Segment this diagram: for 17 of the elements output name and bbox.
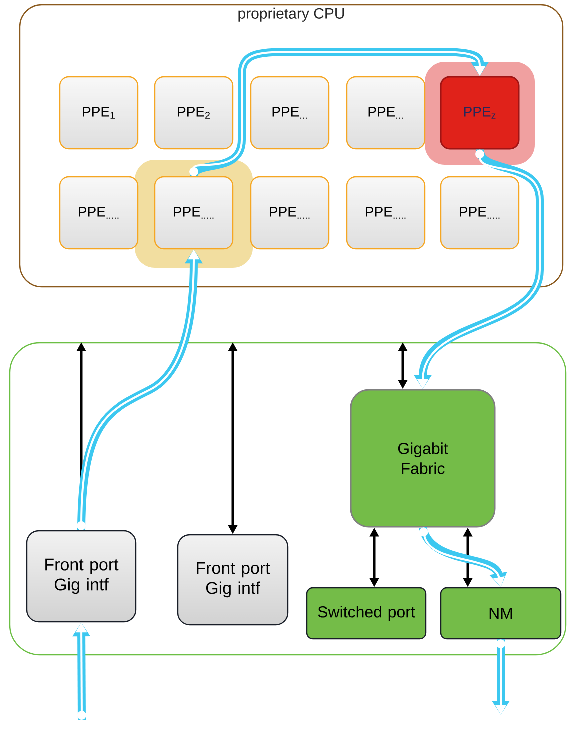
fabric-box: Gigabit Fabric	[350, 389, 496, 528]
ppe-box: PPE$_{...}$	[346, 76, 426, 150]
ppe-box: PPE$_{.....}$	[59, 176, 139, 250]
ppe-box: PPE$_{.....}$	[440, 176, 520, 250]
ppe-box: PPE$_{1}$	[59, 76, 139, 150]
board-panel	[9, 342, 567, 656]
ppe-box: PPE$_{.....}$	[346, 176, 426, 250]
port-box: Front port Gig intf	[26, 530, 137, 623]
module-box: Switched port	[306, 587, 427, 640]
port-box: Front port Gig intf	[177, 534, 289, 626]
ppe-box: PPE$_{...}$	[250, 76, 330, 150]
ppe-box: PPE$_{2}$	[154, 76, 234, 150]
module-box: NM	[440, 587, 562, 640]
ppe-box: PPE$_{z}$	[440, 76, 520, 150]
flow-arrow	[190, 48, 490, 178]
ppe-box: PPE$_{.....}$	[154, 176, 234, 250]
ppe-box: PPE$_{.....}$	[250, 176, 330, 250]
